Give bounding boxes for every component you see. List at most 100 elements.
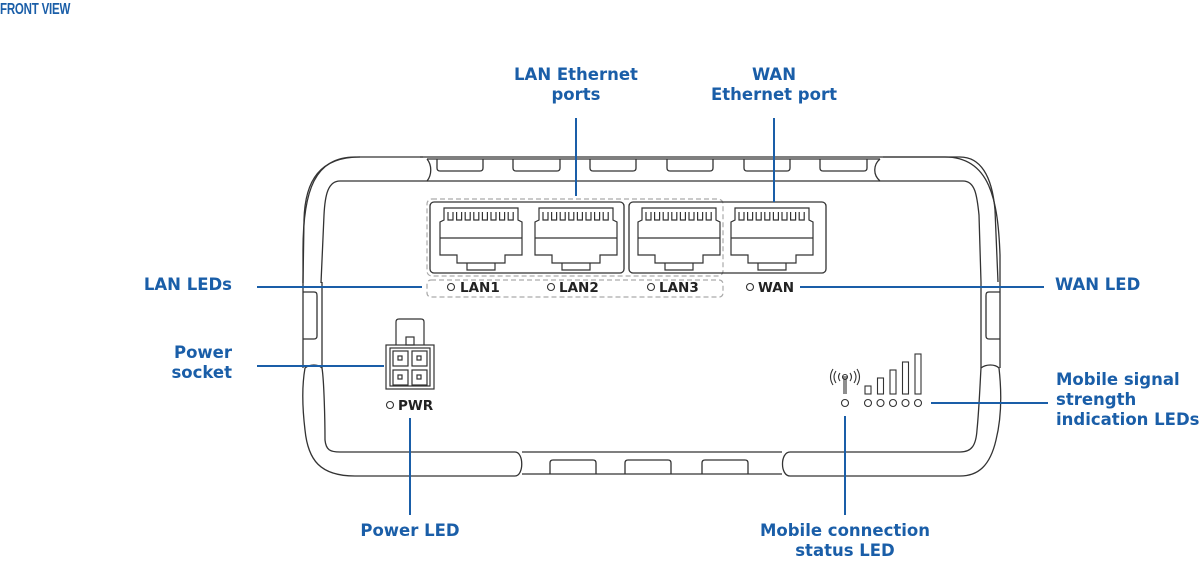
callout-text-line: Ethernet port xyxy=(711,85,837,104)
callout-text-line: status LED xyxy=(795,541,895,560)
port-contact xyxy=(568,212,575,221)
signal-bar-icon xyxy=(901,361,910,395)
callout-text-line: Mobile connection xyxy=(759,521,931,540)
signal-bar-icon xyxy=(876,377,885,395)
signal-led-icon xyxy=(888,398,898,408)
power-socket-latch xyxy=(395,318,425,345)
port-contact xyxy=(671,212,678,221)
callout-wan-led: WAN LED xyxy=(1055,275,1140,295)
power-socket-inner xyxy=(389,347,431,387)
port-contact xyxy=(747,212,754,221)
port-contact xyxy=(645,212,652,221)
right-bottom-bumper xyxy=(781,364,1002,477)
router-body xyxy=(302,156,1002,477)
wan-port xyxy=(730,207,814,271)
power-pin-4 xyxy=(411,369,428,386)
port-contact xyxy=(542,212,549,221)
power-pin-1 xyxy=(392,350,409,367)
signal-bar-icon xyxy=(864,385,872,395)
port-contact xyxy=(697,212,704,221)
power-socket-clip xyxy=(405,336,415,346)
right-side-button xyxy=(985,291,1000,340)
port-leds: LAN1 LAN2 LAN3 WAN xyxy=(446,280,794,296)
callout-power-led: Power LED xyxy=(330,521,490,541)
port-contact xyxy=(507,212,514,221)
lan1-led-icon xyxy=(446,282,456,292)
port-contact xyxy=(662,212,669,221)
port-contact xyxy=(781,212,788,221)
port-contact xyxy=(456,212,463,221)
port-contact xyxy=(602,212,609,221)
left-bottom-bumper xyxy=(302,364,523,477)
left-side-button xyxy=(303,291,318,340)
callout-text-line: LAN LEDs xyxy=(143,275,232,294)
lan3-wan-housing xyxy=(628,201,827,274)
port-contact xyxy=(738,212,745,221)
ethernet-ports xyxy=(426,198,827,298)
bottom-vents xyxy=(549,459,749,474)
callout-text-line: LAN Ethernet xyxy=(514,65,638,84)
callout-mobile-signal-leds: Mobile signal strength indication LEDs xyxy=(1056,370,1199,430)
port-contact xyxy=(764,212,771,221)
port-contact xyxy=(679,212,686,221)
callout-text-line: indication LEDs xyxy=(1056,410,1200,429)
callout-power-socket: Power socket xyxy=(90,343,232,383)
port-contact xyxy=(447,212,454,221)
port-contact xyxy=(551,212,558,221)
signal-bar-icon xyxy=(914,353,922,395)
port-contact xyxy=(688,212,695,221)
lan1-led-label: LAN1 xyxy=(460,280,500,296)
port-contact xyxy=(490,212,497,221)
lan3-port xyxy=(637,207,721,271)
callout-text-line: WAN LED xyxy=(1055,275,1141,294)
port-contact xyxy=(559,212,566,221)
callout-lines xyxy=(257,118,1048,515)
port-contact xyxy=(772,212,779,221)
lan1-port xyxy=(439,207,523,271)
lan2-led-label: LAN2 xyxy=(559,280,599,296)
callout-text-line: WAN xyxy=(751,65,797,84)
callout-mobile-connection-status-led: Mobile connection status LED xyxy=(735,521,955,561)
port-contact xyxy=(481,212,488,221)
power-pin-2 xyxy=(411,350,428,367)
callout-text-line: ports xyxy=(551,85,601,104)
callout-text-line: Power LED xyxy=(360,521,460,540)
signal-led-icon xyxy=(863,398,873,408)
lan-leds-dashed-outline xyxy=(426,279,724,298)
signal-led-icon xyxy=(876,398,885,408)
callout-text-line: Power xyxy=(174,343,232,362)
right-top-bumper xyxy=(874,156,1001,283)
mobile-signal-area xyxy=(829,353,923,408)
callout-text-line: strength xyxy=(1056,390,1137,409)
port-contact xyxy=(798,212,805,221)
lan12-housing xyxy=(429,201,625,274)
power-socket xyxy=(385,318,435,390)
port-contact xyxy=(654,212,661,221)
callout-text-line: Mobile signal xyxy=(1056,370,1180,389)
power-led-icon xyxy=(385,400,395,410)
port-contact xyxy=(585,212,592,221)
lan2-led-icon xyxy=(546,282,556,292)
power-led-label: PWR xyxy=(398,398,434,414)
port-contact xyxy=(790,212,797,221)
signal-strength-bars xyxy=(864,353,922,395)
signal-strength-leds xyxy=(863,398,923,408)
top-vents xyxy=(436,159,868,172)
mobile-status-led-icon xyxy=(840,398,850,408)
port-contact xyxy=(464,212,471,221)
signal-led-icon xyxy=(913,398,923,408)
callout-wan-ethernet-port: WAN Ethernet port xyxy=(694,65,854,105)
port-contact xyxy=(755,212,762,221)
port-contact xyxy=(594,212,601,221)
port-contact xyxy=(473,212,480,221)
wan-led-icon xyxy=(745,282,755,292)
port-contact xyxy=(576,212,583,221)
signal-led-icon xyxy=(901,398,910,408)
power-socket-body xyxy=(385,344,435,390)
callout-lan-leds: LAN LEDs xyxy=(90,275,232,295)
port-contact xyxy=(705,212,712,221)
antenna-icon xyxy=(829,368,861,394)
lan3-led-icon xyxy=(646,282,656,292)
